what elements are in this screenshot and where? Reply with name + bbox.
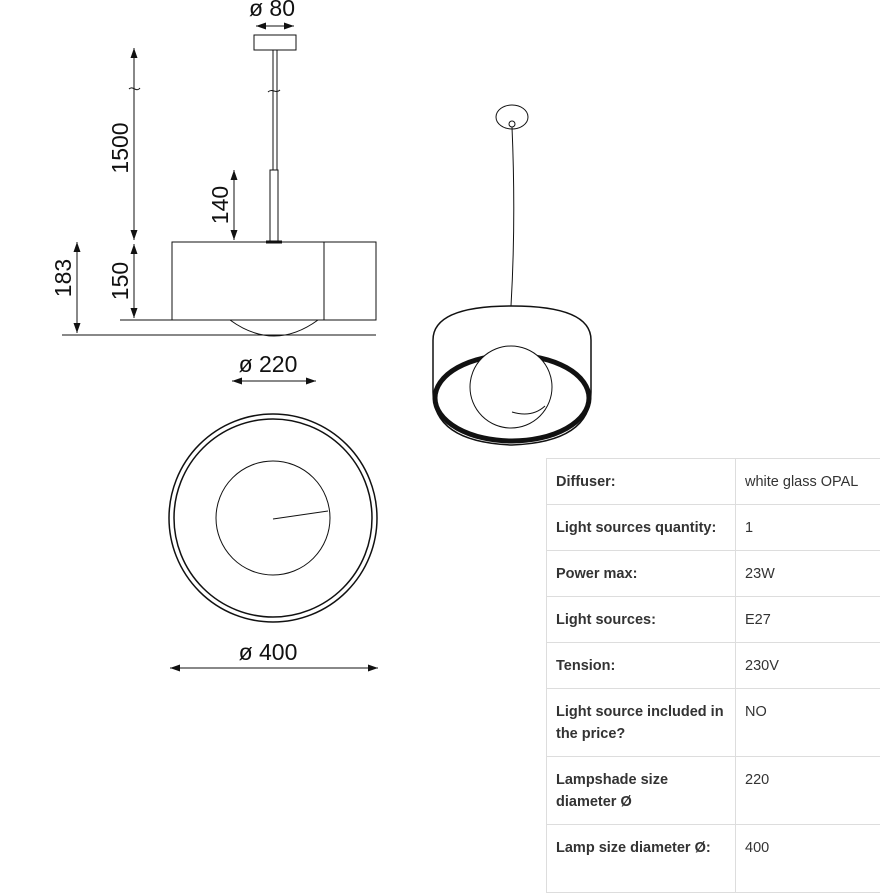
spec-row-tension: Tension: 230V: [547, 643, 880, 689]
spec-value: 220: [736, 757, 880, 825]
spec-key: Lampshade size diameter Ø: [547, 757, 736, 825]
lamp-diameter-label: ø 400: [239, 639, 298, 665]
specifications-table: Diffuser: white glass OPAL Light sources…: [546, 458, 880, 893]
suspension-rod: [270, 170, 278, 242]
spec-key: Diffuser:: [547, 459, 736, 505]
spec-value: NO: [736, 689, 880, 757]
outer-rim-outer: [169, 414, 377, 622]
spec-key: Lamp size diameter Ø:: [547, 825, 736, 893]
spec-value: 230V: [736, 643, 880, 689]
spec-row-light-source-included: Light source included in the price? NO: [547, 689, 880, 757]
shade-height-label: 150: [107, 262, 133, 300]
spec-value: E27: [736, 597, 880, 643]
spec-value: 1: [736, 505, 880, 551]
spec-key: Light sources quantity:: [547, 505, 736, 551]
glass-diffuser-bottom: [230, 320, 318, 336]
shade-body: [172, 242, 376, 320]
perspective-canopy: [496, 105, 528, 129]
spec-value: 23W: [736, 551, 880, 597]
spec-key: Light source included in the price?: [547, 689, 736, 757]
spec-row-lampshade-diameter: Lampshade size diameter Ø 220: [547, 757, 880, 825]
spec-row-diffuser: Diffuser: white glass OPAL: [547, 459, 880, 505]
rod-length-label: 140: [207, 186, 233, 224]
spec-row-power-max: Power max: 23W: [547, 551, 880, 597]
spec-row-lamp-diameter: Lamp size diameter Ø: 400: [547, 825, 880, 893]
spec-key: Light sources:: [547, 597, 736, 643]
perspective-glass-globe: [470, 346, 552, 428]
total-height-label: 183: [50, 259, 76, 297]
canopy-diameter-label: ø 80: [249, 0, 295, 21]
suspension-cable: [273, 50, 277, 170]
spec-value: 400: [736, 825, 880, 893]
spec-key: Tension:: [547, 643, 736, 689]
cable-break-mark: [268, 90, 280, 92]
perspective-cable: [511, 127, 514, 306]
ceiling-canopy: [254, 35, 296, 50]
shade-diameter-label: ø 220: [239, 351, 298, 377]
outer-rim-inner: [174, 419, 372, 617]
cable-length-label: 1500: [107, 122, 133, 173]
perspective-view: [433, 105, 591, 445]
spec-row-light-sources: Light sources: E27: [547, 597, 880, 643]
bottom-view: [169, 414, 378, 668]
spec-value: white glass OPAL: [736, 459, 880, 505]
bulb-indicator-line: [273, 511, 328, 519]
spec-key: Power max:: [547, 551, 736, 597]
glass-diffuser-circle: [216, 461, 330, 575]
spec-row-light-sources-quantity: Light sources quantity: 1: [547, 505, 880, 551]
